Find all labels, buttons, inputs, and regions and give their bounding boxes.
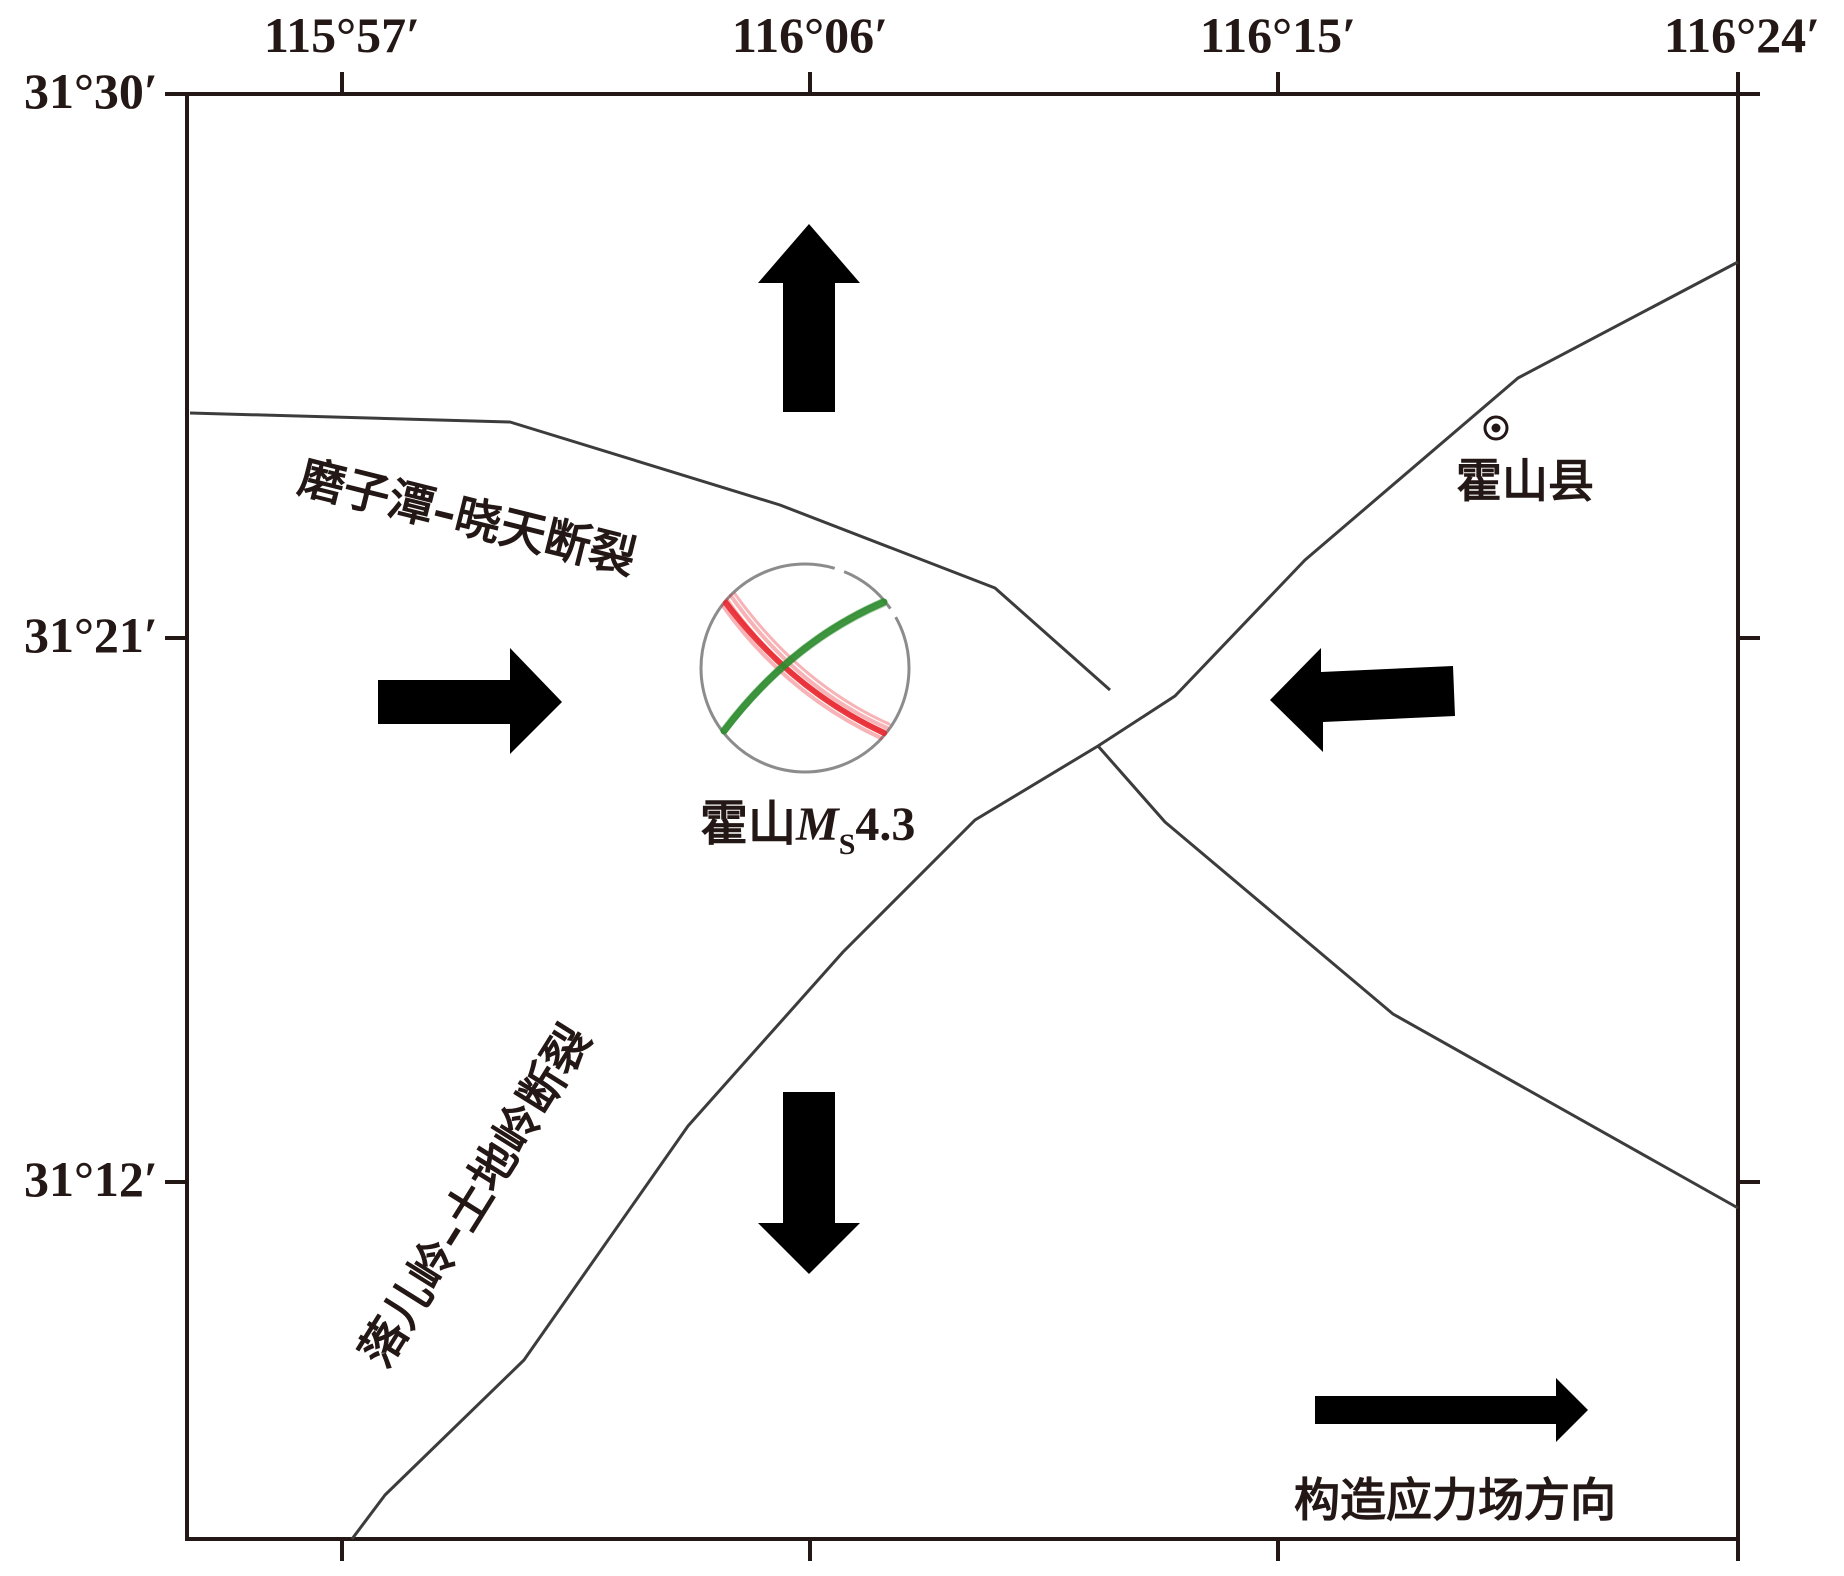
map-frame: [185, 92, 1740, 1541]
legend-arrow-icon: [1315, 1378, 1588, 1442]
fault-mozitan-northwest-segment: [189, 411, 1111, 692]
fault-luoerling-tudiling: [350, 260, 1739, 1540]
right-ticks: [1738, 92, 1760, 1184]
longitude-label-4: 116°24′: [1664, 7, 1820, 63]
fault-label-mozitan-xiaotian: 磨子潭–晓天断裂: [293, 449, 641, 585]
earthquake-label: 霍山MS4.3: [700, 796, 915, 861]
down-arrow-icon: [758, 1092, 860, 1274]
longitude-label-1: 115°57′: [264, 7, 420, 63]
longitude-label-3: 116°15′: [1200, 7, 1356, 63]
right-arrow-icon: [378, 648, 562, 754]
legend-label: 构造应力场方向: [1294, 1473, 1616, 1527]
magnitude-value: 4.3: [855, 798, 915, 851]
fault-label-luoerling-tudiling: 落儿岭–土地岭断裂: [349, 1016, 602, 1376]
latitude-label-2: 31°21′: [24, 607, 158, 663]
town-label: 霍山县: [1456, 454, 1594, 508]
top-ticks: [340, 72, 1740, 94]
up-arrow-icon: [758, 224, 860, 412]
earthquake-place: 霍山: [700, 796, 796, 852]
town-marker-icon: [1483, 415, 1509, 441]
latitude-label-3: 31°12′: [24, 1151, 158, 1207]
bottom-ticks: [340, 1539, 1740, 1561]
left-ticks: [165, 92, 187, 1184]
longitude-label-2: 116°06′: [732, 7, 888, 63]
magnitude-symbol: M: [795, 798, 841, 851]
latitude-label-1: 31°30′: [24, 63, 158, 119]
magnitude-subscript: S: [839, 828, 856, 861]
left-arrow-icon: [1270, 648, 1455, 752]
fault-mozitan-southeast-segment: [1096, 745, 1739, 1210]
focal-mechanism-icon: [699, 562, 911, 774]
